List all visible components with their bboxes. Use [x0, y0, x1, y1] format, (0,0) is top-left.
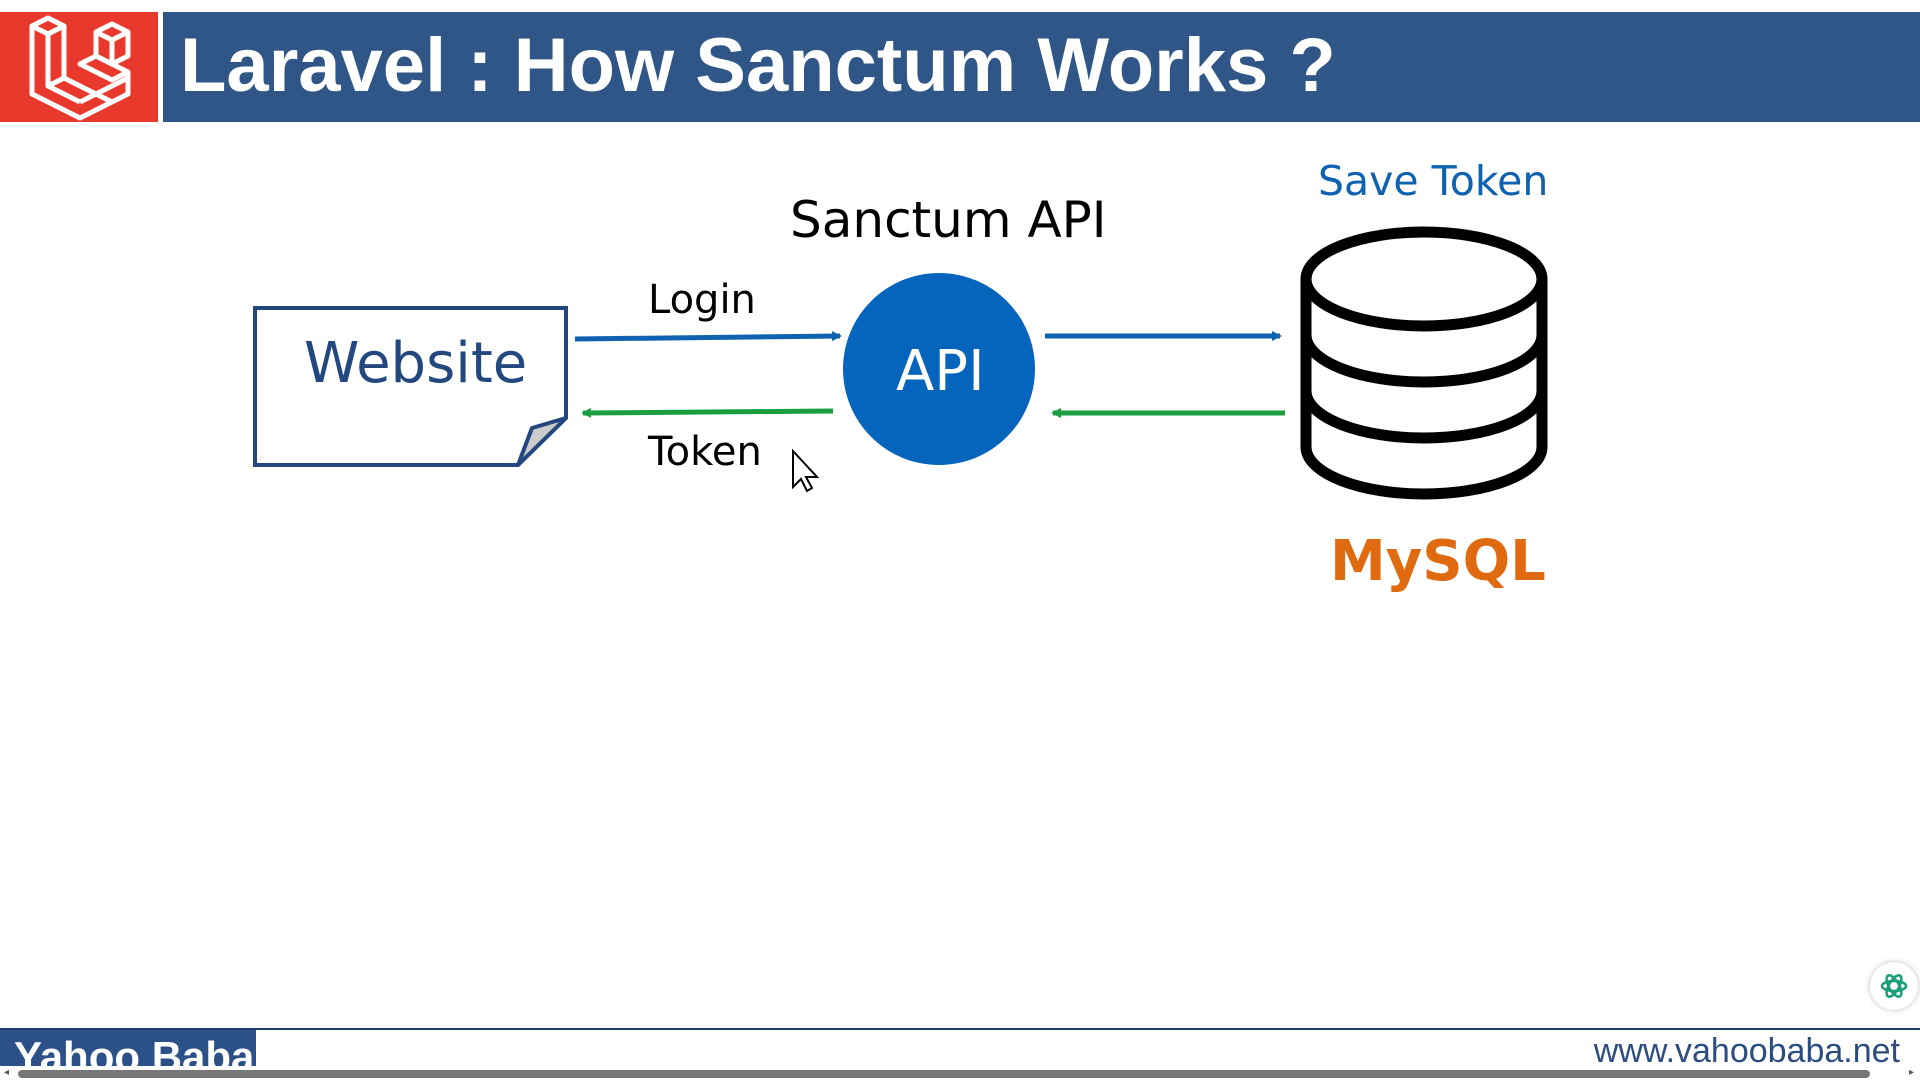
website-label: Website — [304, 331, 528, 396]
footer-brand-box: Yahoo Baba — [0, 1030, 256, 1066]
token-arrow — [581, 407, 834, 418]
website-box — [253, 306, 568, 467]
sanctum-api-label: Sanctum API — [790, 191, 1107, 249]
login-label: Login — [648, 277, 756, 323]
assistant-button[interactable] — [1870, 962, 1918, 1010]
scroll-left-icon[interactable]: ◂ — [4, 1067, 10, 1078]
token-label: Token — [648, 429, 762, 475]
logo-box — [0, 12, 158, 122]
save-token-label: Save Token — [1318, 157, 1549, 205]
laravel-logo-icon — [29, 15, 131, 121]
api-label: API — [896, 339, 985, 404]
page-title: Laravel : How Sanctum Works ? — [180, 23, 1336, 108]
mouse-cursor-icon — [792, 448, 820, 493]
login-arrow — [574, 331, 842, 342]
title-bar — [163, 12, 1920, 122]
footer-brand: Yahoo Baba — [14, 1033, 255, 1067]
sparkle-icon — [1880, 974, 1908, 998]
scroll-thumb[interactable] — [18, 1070, 1870, 1078]
api-circle — [843, 273, 1035, 465]
footer-url: www.vahoobaba.net — [1593, 1032, 1900, 1070]
horizontal-scrollbar[interactable]: ◂ ▸ — [0, 1066, 1920, 1080]
database-icon — [1300, 226, 1548, 500]
scroll-right-icon[interactable]: ▸ — [1908, 1067, 1914, 1078]
mysql-label: MySQL — [1330, 529, 1546, 594]
slide-header: Laravel : How Sanctum Works ? — [0, 12, 1920, 122]
footer-divider — [0, 1028, 1920, 1030]
